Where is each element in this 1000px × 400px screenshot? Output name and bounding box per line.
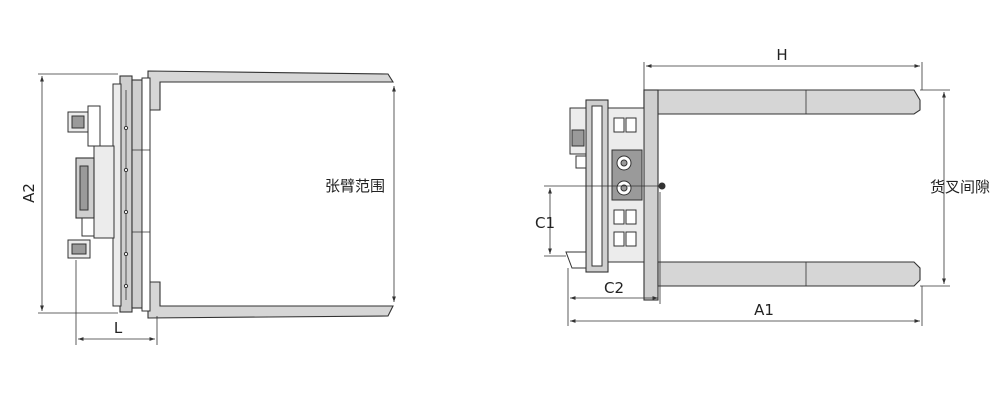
dimension-l: L [75,260,158,345]
right-upper-fork [643,89,921,301]
dimension-h-label: H [776,46,787,64]
dimension-h: H [643,46,923,90]
dimension-a1: A1 [570,286,923,326]
right-view: H 货叉间隙 C1 C2 A1 [535,46,990,326]
left-lower-fork-arm [147,281,394,319]
arm-range-label: 张臂范围 [325,177,385,195]
left-upper-fork-arm [147,70,394,111]
dimension-a2-label: A2 [20,183,38,203]
dimension-c1-label: C1 [535,214,555,232]
dimension-arm-range: 张臂范围 [325,86,396,302]
left-view: A2 L 张臂范围 [20,70,396,345]
fork-gap-label: 货叉间隙 [930,178,990,196]
dimension-c2: C2 [567,192,661,326]
left-side-components [67,105,150,259]
dimension-c1: C1 [535,185,662,257]
dimension-c2-label: C2 [604,279,624,297]
dimension-a1-label: A1 [754,301,774,319]
dimension-l-label: L [114,319,123,337]
dimension-fork-gap: 货叉间隙 [920,89,990,287]
dimension-a2: A2 [20,73,118,314]
right-lower-fork [657,261,921,287]
left-carriage [112,75,151,313]
